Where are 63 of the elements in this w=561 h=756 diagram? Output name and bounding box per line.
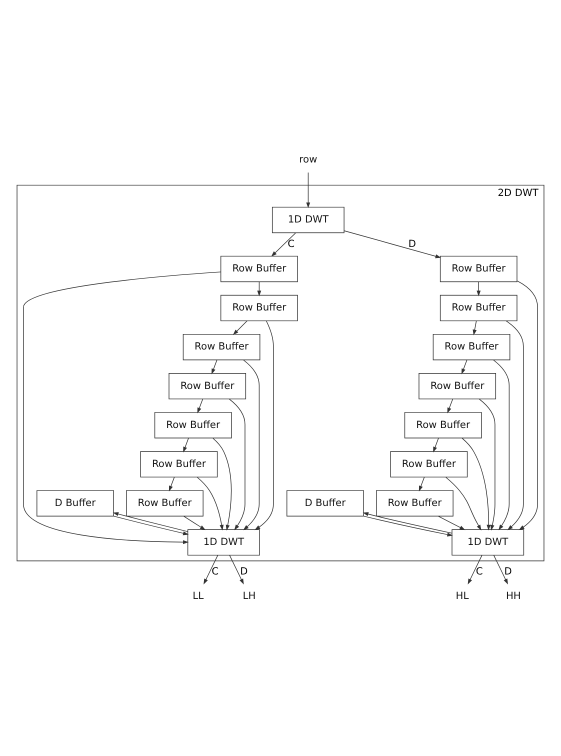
node-box: Row Buffer: [168, 373, 246, 400]
node-box: Row Buffer: [376, 490, 454, 516]
arrow: [204, 554, 218, 585]
edge-label: C: [288, 239, 295, 250]
arrow: [23, 272, 222, 544]
arrow: [418, 476, 425, 492]
arrow: [447, 398, 454, 414]
arrow: [212, 360, 218, 374]
arrow: [183, 516, 206, 530]
edge-label: C: [212, 566, 219, 578]
node-box: Row Buffer: [182, 334, 260, 360]
arrow: [212, 438, 232, 531]
arrow: [472, 320, 477, 336]
node-box: Row Buffer: [154, 412, 232, 438]
arrow: [476, 281, 481, 296]
node-box: 1D DWT: [187, 529, 260, 556]
arrow: [462, 360, 468, 374]
node-box: Row Buffer: [126, 490, 204, 516]
arrow: [362, 512, 452, 534]
node-box: Row Buffer: [220, 294, 298, 322]
arrow: [196, 476, 224, 531]
node-box: 1D DWT: [452, 529, 524, 556]
arrow: [257, 281, 262, 296]
arrow: [445, 476, 482, 531]
node-box: 1D DWT: [272, 206, 344, 234]
arrow: [229, 554, 244, 585]
edge-label: D: [504, 566, 512, 578]
node-text: HH: [506, 591, 521, 602]
node-box: Row Buffer: [390, 451, 468, 478]
node-box: Row Buffer: [440, 294, 518, 322]
node-box: D Buffer: [36, 490, 114, 516]
arrow: [112, 512, 188, 532]
node-box: Row Buffer: [220, 256, 298, 282]
node-box: Row Buffer: [418, 373, 496, 400]
node-text: LL: [192, 591, 204, 602]
arrow: [433, 438, 439, 452]
arrow: [438, 516, 466, 530]
node-text: LH: [242, 591, 256, 602]
arrow: [183, 438, 189, 452]
edge-label: C: [476, 566, 483, 578]
arrow: [114, 516, 189, 536]
node-text: row: [299, 154, 318, 166]
node-box: D Buffer: [286, 490, 364, 516]
node-box: Row Buffer: [432, 334, 510, 360]
arrow: [232, 320, 248, 336]
arrow: [197, 398, 204, 414]
arrow: [506, 320, 524, 530]
arrow: [364, 516, 453, 537]
arrow: [168, 476, 175, 492]
edge-label: D: [408, 239, 416, 250]
arrow: [468, 554, 482, 585]
arrow: [254, 320, 274, 530]
node-box: Row Buffer: [440, 256, 518, 282]
edge-label: D: [240, 566, 248, 578]
arrow: [462, 438, 491, 531]
arrow: [271, 232, 296, 257]
arrow: [493, 554, 508, 585]
arrow: [344, 230, 442, 258]
node-box: Row Buffer: [404, 412, 482, 438]
arrow: [306, 172, 310, 208]
arrow: [516, 280, 538, 530]
node-box: Row Buffer: [140, 451, 218, 478]
node-text: HL: [456, 591, 469, 602]
